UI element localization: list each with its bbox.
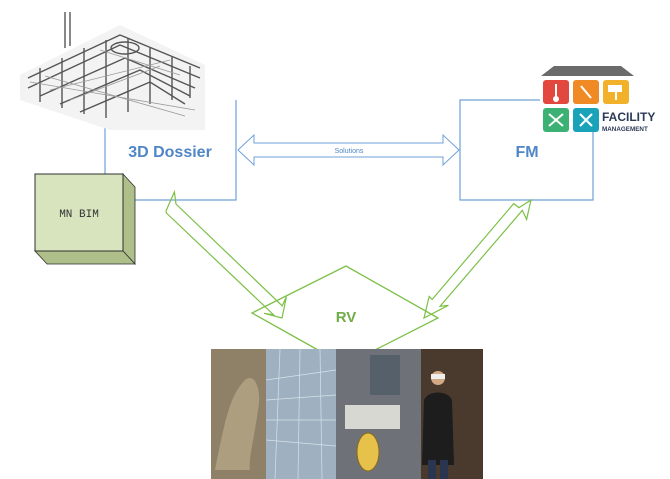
fm-box-border	[459, 99, 594, 201]
double-arrow-fm-rv	[423, 198, 532, 320]
mnbim-box	[34, 173, 124, 252]
logo-text-management: MANAGEMENT	[602, 126, 648, 133]
golden-egg	[356, 432, 380, 472]
collage-wireframe-panel	[266, 349, 336, 479]
fm-label: FM	[515, 144, 538, 161]
fm-node: FM	[459, 99, 594, 201]
vr-collage-image	[211, 348, 483, 479]
rv-label: RV	[336, 309, 357, 326]
dossier-box-border	[105, 100, 237, 201]
dossier-label: 3D Dossier	[128, 144, 212, 161]
mnbim-node: MN BIM	[34, 172, 136, 266]
double-arrow-dossier-rv	[165, 189, 287, 319]
logo-roof	[541, 66, 634, 76]
double-arrow-dossier-fm	[237, 133, 460, 167]
bim-building-image	[20, 12, 205, 130]
mnbim-label: MN BIM	[59, 209, 99, 221]
dossier-node: 3D Dossier	[104, 100, 237, 201]
connector-dossier-fm: Solutions	[237, 133, 460, 167]
rv-node: RV	[250, 265, 440, 351]
logo-text-facility: FACILITY	[602, 110, 655, 124]
facility-management-logo: FACILITY MANAGEMENT	[541, 66, 655, 133]
rv-shape	[250, 265, 440, 351]
connector-label-solutions: Solutions	[335, 148, 364, 155]
